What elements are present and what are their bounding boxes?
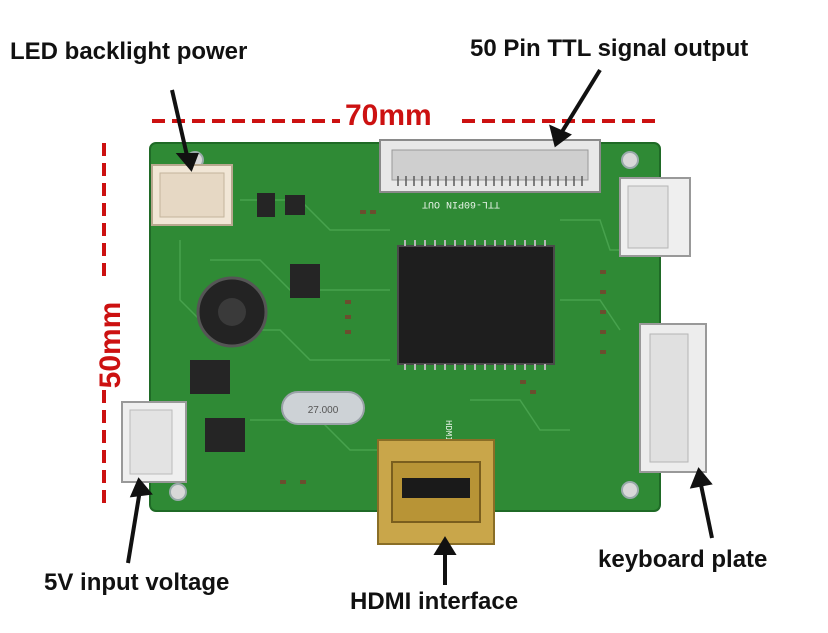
small-ic <box>257 193 275 217</box>
ttl-silkscreen: TTL-60PIN OUT <box>422 198 500 209</box>
mounting-hole <box>169 483 187 501</box>
keyboard-plate-label: keyboard plate <box>598 546 768 573</box>
smd-components <box>280 210 606 484</box>
main-ic-chip <box>397 245 555 365</box>
width-dimension: 70mm <box>345 99 432 132</box>
hdmi-silkscreen: HDMI IN <box>443 420 453 458</box>
mounting-hole <box>621 151 639 169</box>
crystal-label: 27.000 <box>308 405 339 416</box>
input-voltage-label: 5V input voltage <box>44 569 230 596</box>
small-ic <box>285 195 305 215</box>
regulator <box>190 360 230 394</box>
ttl-connector-pins <box>397 176 583 186</box>
crystal <box>281 391 365 425</box>
regulator <box>205 418 245 452</box>
ttl-signal-output-label: 50 Pin TTL signal output <box>470 35 749 62</box>
ic-chip-legs <box>404 240 546 370</box>
led-backlight-power-label: LED backlight power <box>10 38 248 65</box>
callout-arrows <box>126 68 714 585</box>
pcb-traces <box>179 199 640 451</box>
mounting-hole <box>621 481 639 499</box>
small-ic <box>290 264 320 298</box>
hdmi-interface-label: HDMI interface <box>350 588 519 615</box>
height-dimension: 50mm <box>94 301 127 389</box>
